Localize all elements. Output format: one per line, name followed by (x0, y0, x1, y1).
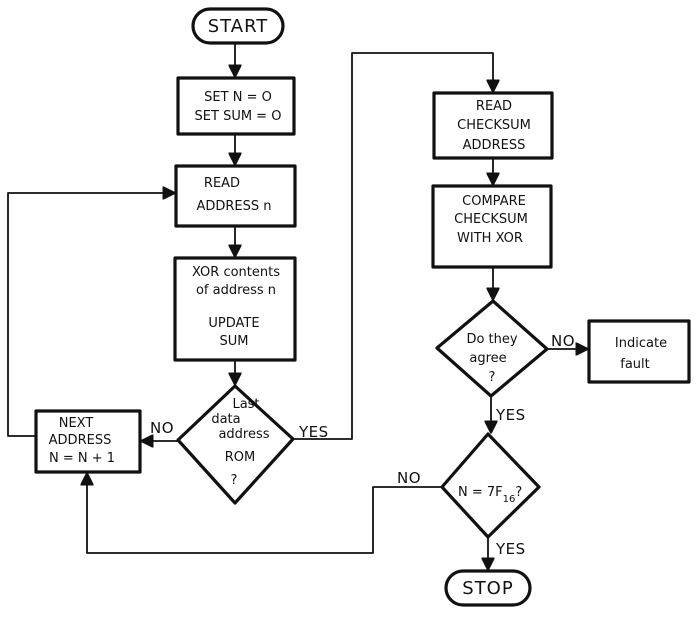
last-yes-label: YES (298, 423, 329, 441)
xor-line-2: of address n (196, 283, 276, 298)
agree-no-label: NO (551, 332, 575, 350)
compare-line-2: CHECKSUM (454, 212, 528, 227)
next-line-3: N = N + 1 (49, 451, 115, 466)
next-line-2: ADDRESS (49, 433, 112, 448)
fault-line-1: Indicate (615, 336, 667, 351)
edge-last-yes (292, 52, 493, 440)
agree-line-2: agree (469, 351, 506, 366)
read-address-box: READ ADDRESS n (174, 164, 297, 228)
next-address-box: NEXT ADDRESS N = N + 1 (34, 409, 142, 474)
read-ck-line-1: READ (476, 99, 512, 114)
agree-line-3: ? (489, 370, 496, 385)
edge-next-to-read-loop (7, 193, 174, 437)
read-ck-line-3: ADDRESS (463, 138, 526, 153)
last-line-4: ROM (225, 450, 255, 465)
agree-decision: Do they agree ? (435, 299, 549, 398)
xor-line-1: XOR contents (192, 265, 280, 280)
init-line-2: SET SUM = O (195, 109, 282, 124)
agree-yes-label: YES (495, 406, 526, 424)
read-address-line-1: READ (204, 176, 240, 191)
fault-box: Indicate fault (587, 319, 691, 384)
compare-box: COMPARE CHECKSUM WITH XOR (431, 184, 553, 269)
xor-line-4: UPDATE (208, 316, 259, 331)
fault-line-2: fault (620, 357, 650, 372)
n-check-label: N = 7F16? (458, 485, 522, 505)
read-checksum-box: READ CHECKSUM ADDRESS (432, 91, 554, 160)
start-terminal: START (191, 7, 285, 45)
last-line-5: ? (231, 473, 238, 488)
last-no-label: NO (150, 419, 174, 437)
edge-n-no (87, 474, 443, 554)
n-check-sub: 16 (503, 494, 516, 505)
stop-label: STOP (462, 578, 513, 599)
last-line-3: address (218, 427, 269, 442)
last-line-2: data (211, 412, 240, 427)
agree-line-1: Do they (466, 332, 517, 347)
read-address-line-2: ADDRESS n (196, 199, 271, 214)
read-ck-line-2: CHECKSUM (457, 118, 531, 133)
start-label: START (208, 16, 269, 37)
xor-line-5: SUM (220, 334, 249, 349)
n-yes-label: YES (495, 540, 526, 558)
compare-line-3: WITH XOR (457, 231, 523, 246)
n-check-base: N = 7F (458, 485, 503, 500)
compare-line-1: COMPARE (462, 194, 526, 209)
stop-terminal: STOP (444, 569, 532, 607)
n-check-suffix: ? (515, 485, 522, 500)
init-box: SET N = O SET SUM = O (176, 76, 296, 136)
edges (7, 43, 587, 569)
n-check-decision: N = 7F16? (440, 432, 541, 539)
n-no-label: NO (397, 469, 421, 487)
xor-update-box: XOR contents of address n UPDATE SUM (173, 256, 297, 362)
init-line-1: SET N = O (204, 90, 272, 105)
last-address-decision: Last data address ROM ? (176, 384, 295, 505)
last-line-1: Last (232, 397, 259, 412)
next-line-1: NEXT (59, 416, 94, 431)
